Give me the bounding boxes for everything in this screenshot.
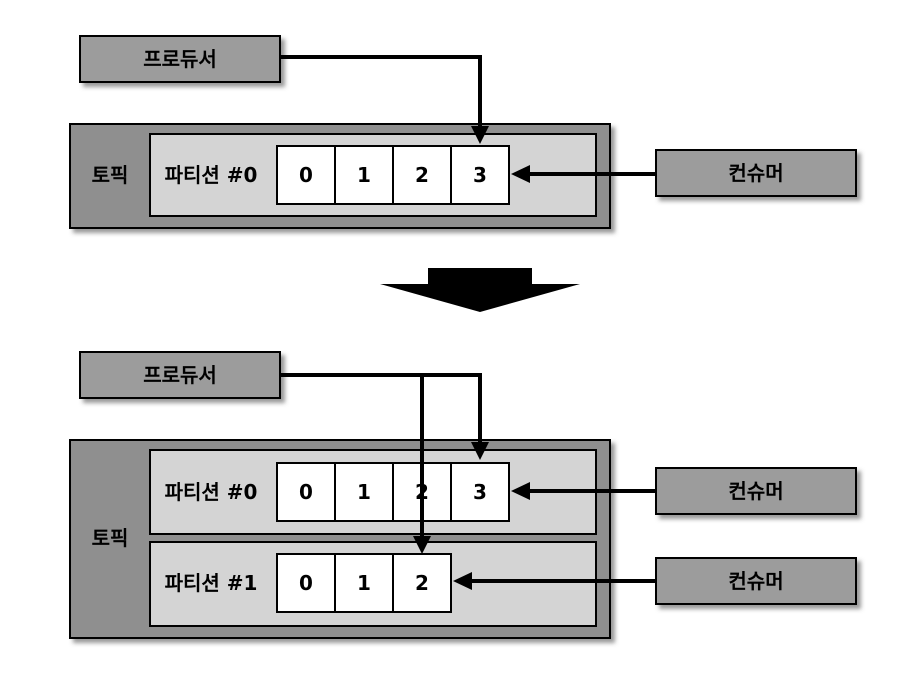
- offset-cells: 0 1 2 3: [276, 145, 510, 205]
- offset-label: 2: [415, 163, 429, 187]
- consume-arrow: [511, 482, 656, 500]
- offset-label: 2: [415, 571, 429, 595]
- partition-label: 파티션 #0: [165, 480, 258, 504]
- offset-label: 1: [357, 571, 371, 595]
- offset-label: 1: [357, 163, 371, 187]
- bottom-diagram: 프로듀서 토픽 파티션 #0 0 1 2 3 파티션 #1: [69, 351, 857, 639]
- transition-arrow-stem: [428, 268, 532, 286]
- consume-arrow: [453, 572, 656, 590]
- consumer-box: 컨슈머: [655, 557, 857, 605]
- producer-box: 프로듀서: [79, 351, 281, 399]
- producer-box: 프로듀서: [79, 35, 281, 83]
- offset-cell: [392, 145, 452, 205]
- offset-cells: 0 1 2 3: [276, 462, 510, 522]
- produce-arrow: [280, 373, 489, 460]
- offset-cell: [450, 145, 510, 205]
- topic-label: 토픽: [92, 526, 129, 550]
- consumer-label: 컨슈머: [728, 479, 783, 503]
- offset-label: 0: [299, 571, 313, 595]
- consumer-box: 컨슈머: [655, 467, 857, 515]
- produce-arrow: [280, 55, 489, 144]
- partition-1: 파티션 #1 0 1 2: [149, 541, 597, 627]
- offset-cell: [334, 145, 394, 205]
- topic-label: 토픽: [92, 163, 129, 187]
- producer-label: 프로듀서: [143, 47, 217, 71]
- offset-label: 3: [473, 480, 487, 504]
- consumer-label: 컨슈머: [728, 569, 783, 593]
- consume-arrow: [511, 165, 656, 183]
- consumer-box: 컨슈머: [655, 149, 857, 197]
- transition-arrow: [380, 284, 580, 312]
- offset-cell: [276, 462, 336, 522]
- partition-label: 파티션 #1: [165, 571, 258, 595]
- offset-label: 1: [357, 480, 371, 504]
- partition-0: 파티션 #0 0 1 2 3: [149, 133, 597, 217]
- offset-cell: [276, 553, 336, 613]
- offset-cells: 0 1 2: [276, 553, 452, 613]
- producer-label: 프로듀서: [143, 363, 217, 387]
- offset-cell: [334, 462, 394, 522]
- offset-cell: [392, 553, 452, 613]
- offset-cell: [276, 145, 336, 205]
- offset-label: 0: [299, 480, 313, 504]
- offset-label: 3: [473, 163, 487, 187]
- top-diagram: 프로듀서 토픽 파티션 #0 0 1 2 3 컨슈머: [69, 35, 857, 229]
- offset-cell: [450, 462, 510, 522]
- produce-arrow: [413, 375, 431, 554]
- offset-label: 0: [299, 163, 313, 187]
- consumer-label: 컨슈머: [728, 161, 783, 185]
- partition-label: 파티션 #0: [165, 163, 258, 187]
